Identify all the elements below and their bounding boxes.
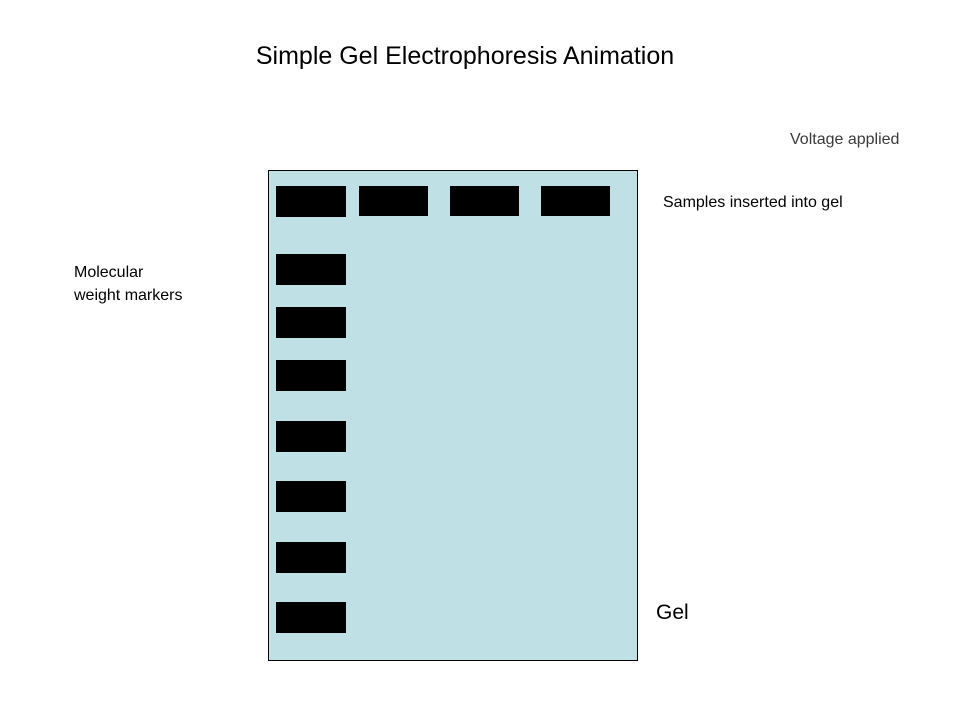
markers-label-line-1: Molecular — [74, 264, 144, 281]
sample-well — [450, 186, 519, 216]
sample-well — [359, 186, 428, 216]
molecular-weight-markers-label: Molecular weight markers — [74, 261, 182, 307]
voltage-status: Voltage applied — [790, 131, 900, 148]
markers-label-line-2: weight markers — [74, 287, 183, 304]
gel-label: Gel — [656, 601, 689, 624]
marker-band — [276, 254, 346, 285]
sample-well — [541, 186, 610, 216]
marker-band — [276, 307, 346, 338]
marker-band — [276, 481, 346, 512]
samples-label: Samples inserted into gel — [663, 194, 843, 211]
marker-band — [276, 360, 346, 391]
gel — [268, 170, 638, 661]
page-title: Simple Gel Electrophoresis Animation — [255, 42, 675, 70]
marker-band — [276, 421, 346, 452]
marker-well — [276, 186, 346, 217]
marker-band — [276, 602, 346, 633]
marker-band — [276, 542, 346, 573]
